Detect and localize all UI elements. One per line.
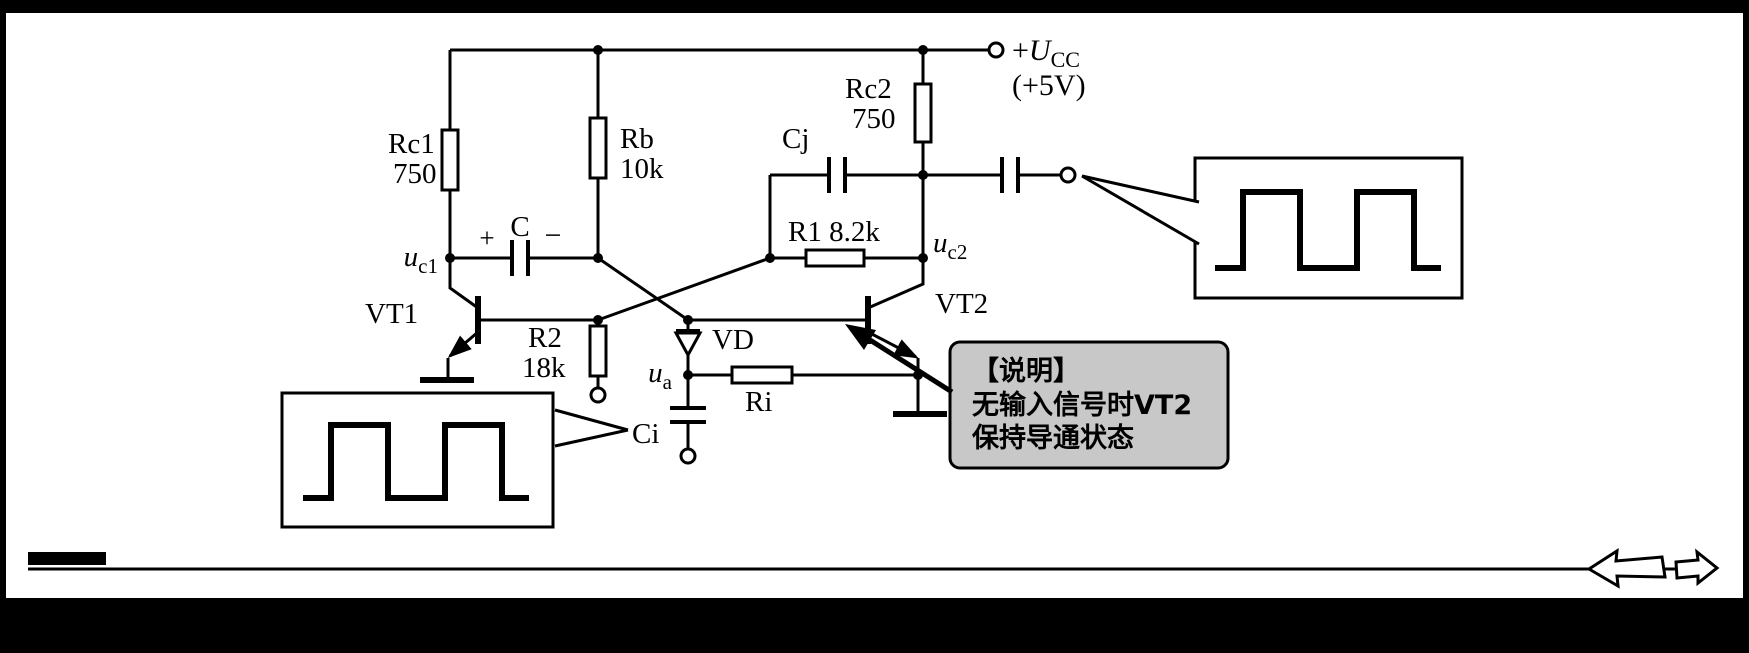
output-waveform-box <box>1193 156 1464 300</box>
label-uc1: uc1 <box>404 241 438 278</box>
label-rb-value: 10k <box>620 153 664 185</box>
label-rc1-value: 750 <box>393 158 437 190</box>
input-square-wave <box>303 422 529 501</box>
capacitor-ci <box>670 406 706 424</box>
label-rb: Rb <box>620 123 654 155</box>
input-callout-tail <box>555 410 628 446</box>
label-vt1: VT1 <box>365 298 418 330</box>
note-line2: 保持导通状态 <box>971 423 1134 454</box>
terminal-output <box>1059 166 1077 184</box>
capacitor-cj <box>827 157 847 193</box>
input-waveform-box <box>280 391 555 529</box>
nav-previous-icon[interactable] <box>1586 548 1667 589</box>
resistor-r2 <box>588 324 608 378</box>
note-box: 【说明】 无输入信号时VT2 保持导通状态 <box>948 340 1230 470</box>
label-rc2: Rc2 <box>845 73 892 105</box>
label-uc2: uc2 <box>933 227 967 264</box>
output-square-wave <box>1215 189 1441 271</box>
resistor-rc1 <box>440 128 460 192</box>
transistor-vt1 <box>420 258 481 383</box>
label-ucc-voltage: (+5V) <box>1012 69 1086 102</box>
label-ua: ua <box>648 357 673 394</box>
capacitor-output <box>1000 157 1020 193</box>
label-r2-value: 18k <box>522 352 566 384</box>
resistor-rb <box>588 116 608 180</box>
resistor-rc2 <box>913 82 933 144</box>
label-r2: R2 <box>528 322 562 354</box>
label-rc2-value: 750 <box>852 103 896 135</box>
node-labels: uc1 uc2 ua <box>404 227 968 394</box>
note-title: 【说明】 <box>972 356 1080 387</box>
circuit-wires <box>448 48 1060 448</box>
label-ucc: +UCC <box>1012 34 1080 72</box>
diode-vd <box>673 329 703 359</box>
terminals <box>589 41 1077 465</box>
note-line1: 无输入信号时VT2 <box>972 389 1192 421</box>
label-rc1: Rc1 <box>388 128 435 160</box>
note-box-background <box>948 340 1230 470</box>
note-arrowhead <box>845 324 876 350</box>
resistor-ri <box>730 365 794 385</box>
label-cj: Cj <box>782 123 809 155</box>
label-c-plus: + <box>479 223 494 253</box>
terminal-input <box>679 447 697 465</box>
capacitors <box>510 157 1020 424</box>
note-arrow <box>845 324 954 395</box>
label-ri: Ri <box>745 386 772 418</box>
footer-rule <box>28 552 1715 571</box>
resistors <box>440 82 933 385</box>
component-labels: Rc1 750 Rb 10k Rc2 750 Cj + C − R1 8.2k … <box>365 73 988 450</box>
label-r1: R1 8.2k <box>788 216 880 248</box>
input-waveform-callout <box>280 391 629 529</box>
output-waveform-callout <box>1081 156 1464 300</box>
terminal-r2 <box>589 386 607 404</box>
label-c: C <box>510 211 529 243</box>
junction-dots <box>445 45 928 380</box>
label-vt2: VT2 <box>935 288 988 320</box>
terminal-ucc <box>987 41 1005 59</box>
power-label: +UCC (+5V) <box>1012 34 1086 102</box>
label-vd: VD <box>712 324 754 356</box>
resistor-r1 <box>804 248 866 268</box>
nav-controls <box>1586 548 1720 589</box>
label-c-minus: − <box>545 219 562 252</box>
nav-next-icon[interactable] <box>1674 548 1720 587</box>
footer-dash <box>28 552 106 565</box>
label-ci: Ci <box>632 418 659 450</box>
capacitor-c <box>510 240 530 276</box>
